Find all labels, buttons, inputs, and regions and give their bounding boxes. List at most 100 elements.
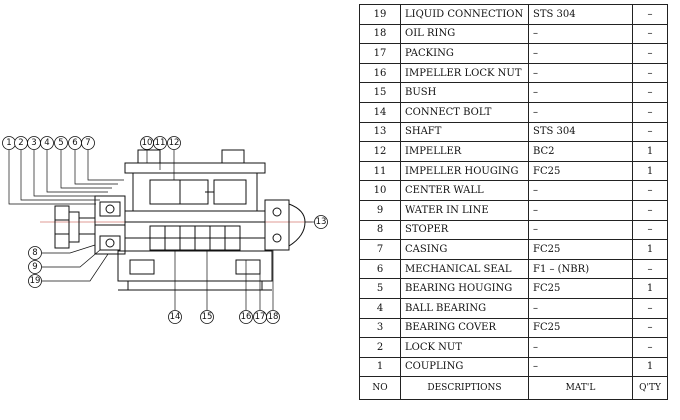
part-quantity: – [632,62,668,84]
part-description: COUPLING [400,356,529,378]
part-description: LIQUID CONNECTION [400,4,529,25]
part-number: 7 [359,239,401,260]
part-description: BEARING COVER [400,317,529,339]
part-description: LOCK NUT [400,337,529,358]
casing-top [124,149,266,212]
callout-15: 15 [202,312,213,322]
part-number: 9 [359,199,401,221]
part-quantity: – [632,4,668,25]
part-number: 13 [359,121,401,143]
part-quantity: 1 [632,356,668,378]
callout-4: 4 [44,138,49,148]
part-description: CENTER WALL [400,180,529,201]
part-material: – [528,43,633,64]
part-quantity: – [632,258,668,280]
callout-19: 19 [30,276,41,286]
part-number: 12 [359,141,401,162]
coupling [54,205,96,249]
part-quantity: – [632,337,668,358]
part-number: 10 [359,180,401,201]
callout-10: 10 [142,138,153,148]
part-quantity: 1 [632,160,668,182]
part-number: 14 [359,101,401,123]
callout-9: 9 [32,262,37,272]
part-quantity: – [632,82,668,103]
part-material: – [528,23,633,45]
part-quantity: 1 [632,141,668,162]
callout-17: 17 [255,312,266,322]
callout-18: 18 [268,312,279,322]
callout-16: 16 [241,312,252,322]
part-number: 18 [359,23,401,45]
part-material: – [528,82,633,103]
part-number: 8 [359,219,401,241]
part-number: 15 [359,82,401,103]
part-material: – [528,297,633,319]
header-no: NO [359,376,401,401]
part-material: FC25 [528,239,633,260]
callout-13: 13 [316,217,327,227]
part-material: – [528,180,633,201]
part-number: 2 [359,337,401,358]
part-quantity: – [632,121,668,143]
part-material: – [528,219,633,241]
part-number: 16 [359,62,401,84]
part-description: OIL RING [400,23,529,45]
part-quantity: – [632,43,668,64]
leader-lines [8,150,314,310]
part-material: FC25 [528,160,633,182]
part-description: MECHANICAL SEAL [400,258,529,280]
part-quantity: – [632,199,668,221]
part-description: IMPELLER LOCK NUT [400,62,529,84]
part-description: IMPELLER HOUGING [400,160,529,182]
part-material: F1 – (NBR) [528,258,633,280]
part-quantity: – [632,317,668,339]
part-material: STS 304 [528,121,633,143]
part-material: FC25 [528,278,633,299]
header-quantity: Q'TY [632,376,668,401]
part-material: – [528,356,633,378]
part-description: WATER IN LINE [400,199,529,221]
part-number: 11 [359,160,401,182]
part-material: STS 304 [528,4,633,25]
part-material: FC25 [528,317,633,339]
part-number: 4 [359,297,401,319]
part-description: CASING [400,239,529,260]
part-description: BALL BEARING [400,297,529,319]
part-quantity: – [632,219,668,241]
callout-14: 14 [170,312,181,322]
part-number: 5 [359,278,401,299]
part-material: – [528,199,633,221]
callout-6: 6 [72,138,77,148]
part-quantity: 1 [632,239,668,260]
part-material: – [528,337,633,358]
part-quantity: – [632,23,668,45]
header-material: MAT'L [528,376,633,401]
callout-7: 7 [85,138,90,148]
callout-circles [2,136,328,324]
callout-1: 1 [6,138,11,148]
part-description: BEARING HOUGING [400,278,529,299]
callout-11: 11 [155,138,166,148]
impeller-housing [124,210,266,252]
callout-5: 5 [58,138,63,148]
part-number: 1 [359,356,401,378]
callout-3: 3 [31,138,36,148]
callout-2: 2 [18,138,23,148]
part-quantity: 1 [632,278,668,299]
part-description: IMPELLER [400,141,529,162]
